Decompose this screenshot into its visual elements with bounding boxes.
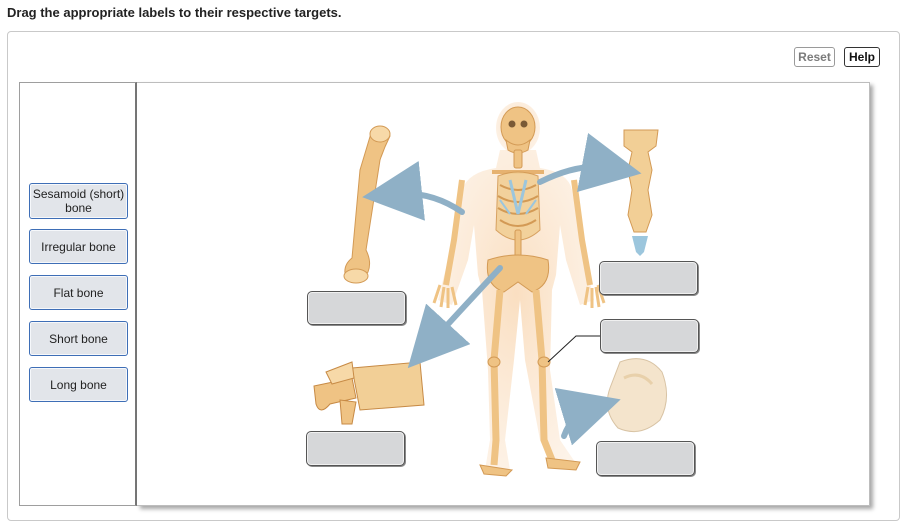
help-button[interactable]: Help (844, 47, 880, 67)
drop-target-humerus[interactable] (307, 291, 406, 325)
label-flat-bone[interactable]: Flat bone (29, 275, 128, 310)
label-short-bone[interactable]: Short bone (29, 321, 128, 356)
label-irregular-bone[interactable]: Irregular bone (29, 229, 128, 264)
instructions: Drag the appropriate labels to their res… (7, 5, 342, 20)
diagram-canvas (137, 82, 870, 506)
drop-target-vertebra[interactable] (306, 431, 405, 466)
drop-target-sternum[interactable] (599, 261, 698, 295)
label-long-bone[interactable]: Long bone (29, 367, 128, 402)
drop-target-patella[interactable] (600, 319, 699, 353)
reset-button[interactable]: Reset (794, 47, 835, 67)
drop-target-carpal[interactable] (596, 441, 695, 476)
label-sesamoid-short-bone[interactable]: Sesamoid (short) bone (29, 183, 128, 219)
